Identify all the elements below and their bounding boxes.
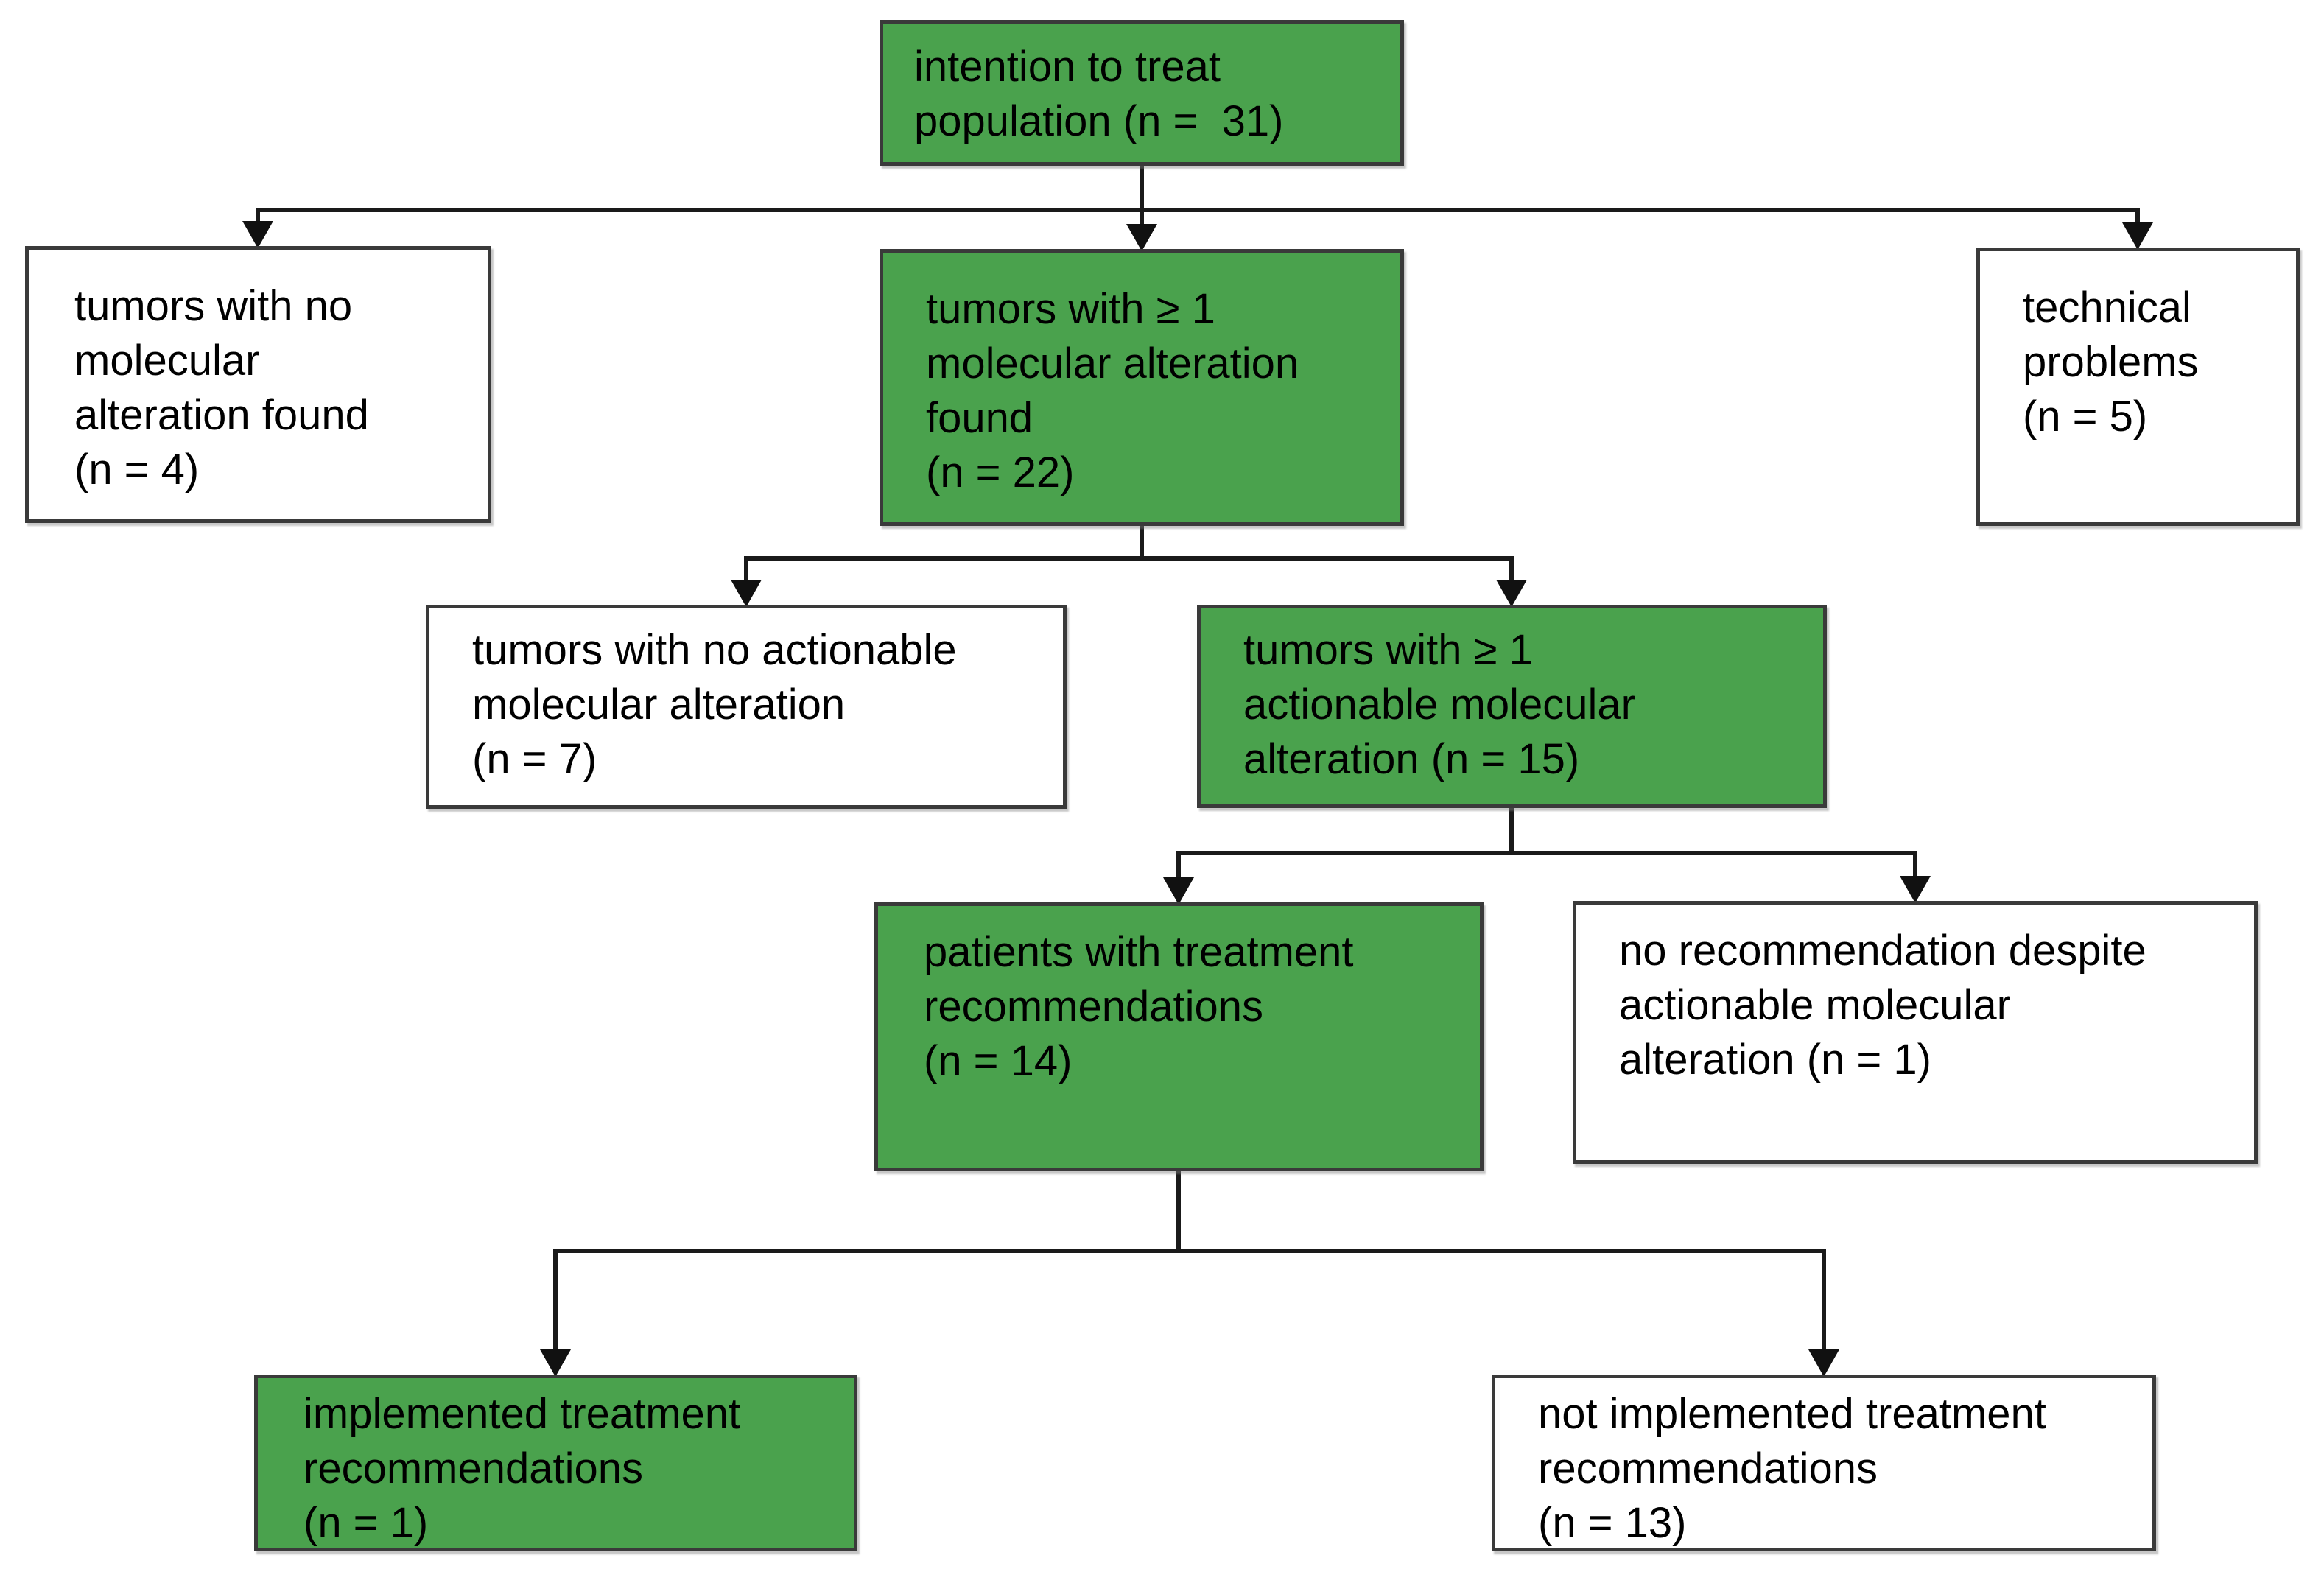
arrow-down-icon: [242, 221, 273, 248]
node-actionable-molecular-alteration: tumors with ≥ 1 actionable molecular alt…: [1197, 605, 1827, 808]
node-no-molecular-alteration-found: tumors with no molecular alteration foun…: [25, 246, 491, 523]
node-not-implemented-treatment-recommendations: not implemented treatment recommendation…: [1492, 1375, 2156, 1551]
arrow-down-icon: [540, 1349, 571, 1377]
node-patients-with-treatment-recommendations: patients with treatment recommendations …: [874, 902, 1484, 1171]
arrow-down-icon: [1900, 876, 1931, 903]
node-technical-problems: technical problems (n = 5): [1976, 248, 2300, 526]
node-implemented-treatment-recommendations: implemented treatment recommendations (n…: [254, 1375, 857, 1551]
arrow-down-icon: [731, 580, 762, 607]
node-no-actionable-molecular-alteration: tumors with no actionable molecular alte…: [426, 605, 1067, 809]
arrow-down-icon: [1126, 224, 1157, 251]
arrow-down-icon: [1496, 580, 1527, 607]
node-intention-to-treat-population: intention to treat population (n = 31): [880, 20, 1404, 166]
arrow-down-icon: [2122, 222, 2153, 250]
node-molecular-alteration-found: tumors with ≥ 1 molecular alteration fou…: [880, 249, 1404, 526]
arrow-down-icon: [1163, 877, 1194, 905]
arrow-down-icon: [1808, 1349, 1839, 1377]
node-no-recommendation-despite-actionable: no recommendation despite actionable mol…: [1573, 901, 2258, 1164]
